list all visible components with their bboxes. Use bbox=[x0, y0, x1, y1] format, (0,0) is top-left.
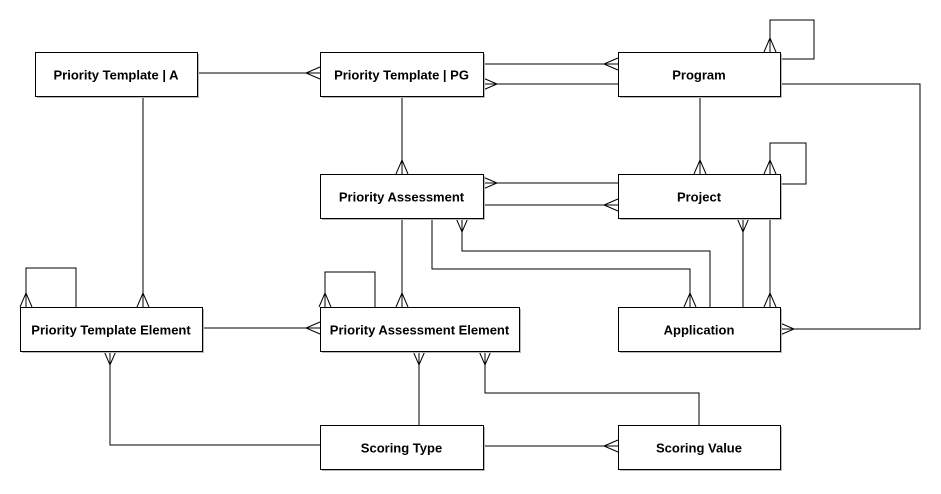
entity-pte[interactable]: Priority Template Element bbox=[20, 307, 205, 354]
relationship-line bbox=[109, 351, 320, 446]
relationship-st-to-pae bbox=[412, 350, 426, 425]
entity-pta[interactable]: Priority Template | A bbox=[35, 52, 200, 99]
relationship-line bbox=[431, 218, 691, 307]
relationship-line bbox=[25, 267, 77, 307]
entity-box bbox=[320, 52, 484, 97]
crows-foot-many-marker bbox=[482, 176, 499, 190]
entity-box bbox=[618, 307, 781, 352]
crows-foot-many-marker bbox=[602, 439, 619, 453]
relationship-prog-to-proj bbox=[693, 96, 707, 175]
crows-foot-many-marker bbox=[683, 291, 697, 308]
entity-sv[interactable]: Scoring Value bbox=[618, 425, 783, 472]
relationship-pa-to-proj bbox=[483, 198, 619, 212]
crows-foot-many-marker bbox=[103, 350, 117, 367]
crows-foot-many-marker bbox=[412, 350, 426, 367]
entity-label: Scoring Value bbox=[656, 441, 742, 456]
crows-foot-many-marker bbox=[478, 350, 492, 367]
entity-label: Priority Template Element bbox=[31, 323, 191, 338]
entity-boxes: Priority Template | A Priority Template |… bbox=[20, 52, 783, 472]
relationship-prog-to-prog bbox=[763, 19, 815, 60]
relationship-pta-to-ptpg bbox=[197, 66, 321, 80]
entity-label: Program bbox=[672, 68, 725, 83]
entity-app[interactable]: Application bbox=[618, 307, 783, 354]
relationship-pa-to-app bbox=[431, 218, 697, 308]
entity-box bbox=[20, 307, 203, 352]
crows-foot-many-marker bbox=[318, 291, 332, 308]
crows-foot-many-marker bbox=[455, 217, 469, 234]
relationship-line bbox=[769, 19, 815, 60]
entity-proj[interactable]: Project bbox=[618, 174, 783, 221]
relationship-st-to-sv bbox=[483, 439, 619, 453]
crows-foot-many-marker bbox=[482, 77, 499, 91]
relationship-proj-to-pa bbox=[482, 176, 618, 190]
relationship-prog-to-ptpg bbox=[482, 77, 618, 91]
entity-label: Project bbox=[677, 190, 722, 205]
entity-box bbox=[618, 174, 781, 219]
relationship-app-to-pa bbox=[455, 217, 711, 307]
relationship-line bbox=[461, 218, 711, 307]
entity-box bbox=[320, 307, 520, 352]
crows-foot-many-marker bbox=[763, 291, 777, 308]
entity-box bbox=[320, 174, 484, 219]
relationship-pta-to-pte bbox=[136, 96, 150, 308]
crows-foot-many-marker bbox=[304, 321, 321, 335]
crows-foot-many-marker bbox=[779, 322, 796, 336]
relationship-lines bbox=[19, 19, 921, 453]
relationship-pte-to-pae bbox=[202, 321, 321, 335]
relationship-line bbox=[324, 271, 376, 307]
crows-foot-many-marker bbox=[763, 36, 777, 53]
entity-ptpg[interactable]: Priority Template | PG bbox=[320, 52, 486, 99]
crows-foot-many-marker bbox=[136, 291, 150, 308]
crows-foot-many-marker bbox=[602, 198, 619, 212]
entity-label: Priority Assessment bbox=[339, 190, 465, 205]
entity-label: Priority Template | A bbox=[54, 68, 180, 83]
relationship-pte-to-pte bbox=[19, 267, 77, 308]
entity-box bbox=[35, 52, 198, 97]
crows-foot-many-marker bbox=[19, 291, 33, 308]
entity-label: Application bbox=[664, 323, 735, 338]
crows-foot-many-marker bbox=[693, 158, 707, 175]
entity-prog[interactable]: Program bbox=[618, 52, 783, 99]
relationship-sv-to-pae bbox=[478, 350, 700, 425]
entity-pa[interactable]: Priority Assessment bbox=[320, 174, 486, 221]
entity-box bbox=[618, 52, 781, 97]
crows-foot-many-marker bbox=[736, 217, 750, 234]
entity-label: Scoring Type bbox=[361, 441, 442, 456]
relationship-prog-to-app bbox=[779, 83, 921, 336]
crows-foot-many-marker bbox=[763, 158, 777, 175]
relationship-proj-to-proj bbox=[763, 142, 807, 185]
crows-foot-many-marker bbox=[304, 66, 321, 80]
relationship-proj-to-app bbox=[736, 217, 750, 307]
relationship-st-to-pte bbox=[103, 350, 320, 446]
crows-foot-many-marker bbox=[395, 158, 409, 175]
entity-box bbox=[320, 425, 484, 470]
entity-label: Priority Template | PG bbox=[334, 68, 469, 83]
relationship-line bbox=[780, 83, 921, 330]
relationship-ptpg-to-prog bbox=[483, 57, 619, 71]
relationship-app-to-proj bbox=[763, 218, 777, 308]
crows-foot-many-marker bbox=[602, 57, 619, 71]
entity-st[interactable]: Scoring Type bbox=[320, 425, 486, 472]
entity-pae[interactable]: Priority Assessment Element bbox=[320, 307, 522, 354]
relationship-line bbox=[484, 351, 700, 425]
relationship-pae-to-pae bbox=[318, 271, 376, 308]
crows-foot-many-marker bbox=[395, 291, 409, 308]
relationship-line bbox=[769, 142, 807, 185]
entity-box bbox=[618, 425, 781, 470]
relationship-pa-to-pae bbox=[395, 218, 409, 308]
entity-label: Priority Assessment Element bbox=[330, 323, 510, 338]
relationship-ptpg-to-pa bbox=[395, 96, 409, 175]
